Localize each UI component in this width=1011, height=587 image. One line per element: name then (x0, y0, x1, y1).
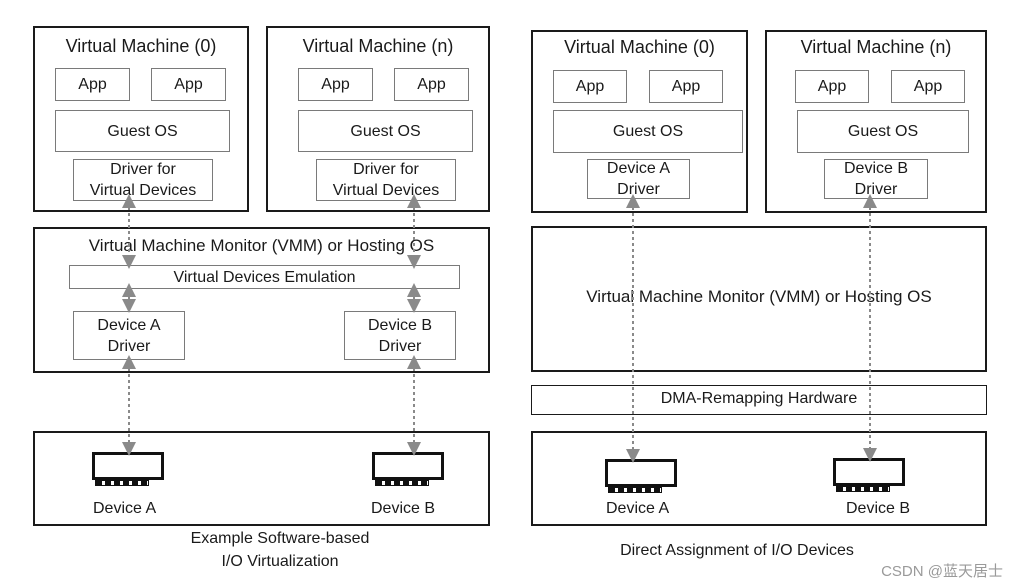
left-vm0-app-2: App (151, 68, 226, 101)
left-device-a-label: Device A (93, 500, 157, 517)
left-device-a-driver: Device A Driver (73, 311, 185, 360)
right-vmn-app-1: App (795, 70, 869, 103)
left-vmn-app-2: App (394, 68, 469, 101)
watermark: CSDN @蓝天居士 (881, 563, 1003, 580)
left-vmn-driver-line1: Driver for (353, 161, 419, 178)
right-dma-label: DMA-Remapping Hardware (660, 390, 858, 407)
left-vm0-app-1: App (55, 68, 130, 101)
right-vmn-driver-line1: Device B (843, 160, 909, 177)
left-vmn-driver-line2: Virtual Devices (332, 182, 440, 199)
right-hardware-box (531, 431, 987, 526)
right-vmn-guest-os: Guest OS (797, 110, 969, 153)
right-vmm-title: Virtual Machine Monitor (VMM) or Hosting… (586, 287, 932, 306)
left-device-a-driver-line1: Device A (97, 316, 161, 334)
right-device-a-label: Device A (606, 500, 670, 517)
left-caption: Example Software-based I/O Virtualizatio… (170, 527, 390, 573)
left-vmm-title: Virtual Machine Monitor (VMM) or Hosting… (88, 236, 435, 255)
right-vm0-guest-os: Guest OS (553, 110, 743, 153)
left-device-b-driver-line2: Driver (378, 337, 422, 355)
right-vmm-box: Virtual Machine Monitor (VMM) or Hosting… (531, 226, 987, 372)
left-device-b-label: Device B (371, 500, 436, 517)
left-caption-line1: Example Software-based (190, 530, 370, 547)
right-vm0-device-a-driver: Device A Driver (587, 159, 690, 199)
right-vm0-app-2: App (649, 70, 723, 103)
left-vm0-box: Virtual Machine (0) App App Guest OS Dri… (33, 26, 249, 212)
left-vmn-guest-os: Guest OS (298, 110, 473, 152)
right-vm0-box: Virtual Machine (0) App App Guest OS Dev… (531, 30, 748, 213)
right-vmn-box: Virtual Machine (n) App App Guest OS Dev… (765, 30, 987, 213)
left-device-b-card-icon (372, 452, 444, 488)
right-vmn-title: Virtual Machine (n) (800, 37, 952, 57)
right-vm0-title: Virtual Machine (0) (564, 37, 715, 57)
left-device-a-card-icon (92, 452, 164, 488)
left-vmn-box: Virtual Machine (n) App App Guest OS Dri… (266, 26, 490, 212)
left-vmn-title: Virtual Machine (n) (302, 36, 454, 56)
right-caption: Direct Assignment of I/O Devices (620, 542, 854, 559)
right-dma-box: DMA-Remapping Hardware (531, 385, 987, 415)
left-device-b-driver-line1: Device B (367, 316, 433, 334)
left-caption-line2: I/O Virtualization (221, 553, 339, 570)
left-vmm-box: Virtual Machine Monitor (VMM) or Hosting… (33, 227, 490, 373)
right-vmn-driver-line2: Driver (854, 181, 898, 198)
right-device-b-label: Device B (846, 500, 911, 517)
left-device-a-driver-line2: Driver (107, 337, 151, 355)
left-device-b-driver: Device B Driver (344, 311, 456, 360)
right-device-b-card-icon (833, 458, 905, 494)
right-vm0-driver-line1: Device A (606, 160, 671, 177)
right-device-a-card-icon (605, 459, 677, 495)
left-vm0-driver-line2: Virtual Devices (89, 182, 197, 199)
left-vm0-title: Virtual Machine (0) (65, 36, 217, 56)
right-vm0-app-1: App (553, 70, 627, 103)
right-vmn-device-b-driver: Device B Driver (824, 159, 928, 199)
right-vmn-app-2: App (891, 70, 965, 103)
left-vmm-emulation: Virtual Devices Emulation (69, 265, 460, 289)
left-vm0-guest-os: Guest OS (55, 110, 230, 152)
left-vm0-driver-line1: Driver for (110, 161, 176, 178)
left-vmn-app-1: App (298, 68, 373, 101)
right-vm0-driver-line2: Driver (617, 181, 660, 198)
